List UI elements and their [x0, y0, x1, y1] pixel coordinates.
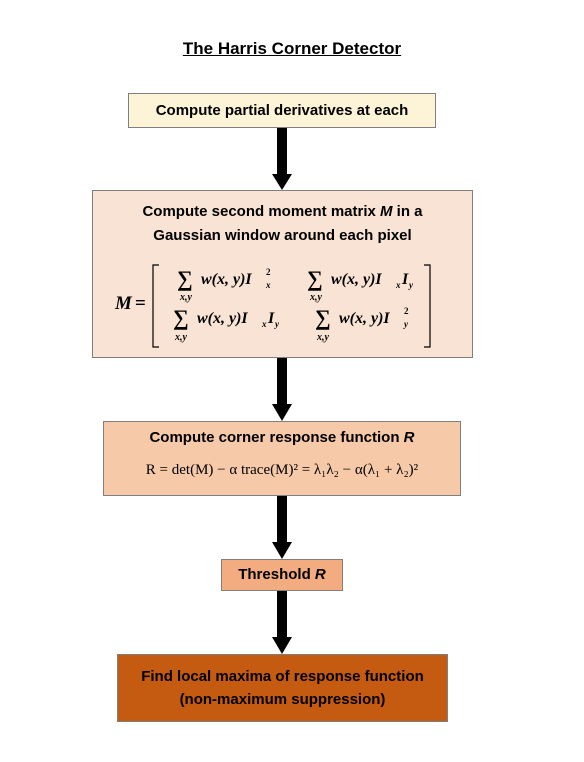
matrix-entry-21: w(x, y)I: [197, 310, 248, 327]
arrow-2: [272, 358, 292, 421]
svg-text:x: x: [265, 280, 271, 290]
step-5-label-line2: (non-maximum suppression): [179, 691, 386, 708]
step-1-label: Compute partial derivatives at each: [155, 102, 409, 119]
sum-symbol-22: ∑: [315, 305, 331, 330]
step-2-label-line2: Gaussian window around each pixel: [153, 227, 412, 244]
arrow-1: [272, 128, 292, 190]
matrix-entry-11: w(x, y)I: [201, 271, 252, 288]
svg-text:y: y: [403, 319, 409, 329]
sum-sub-12: x,y: [309, 292, 323, 303]
matrix-equals: =: [135, 293, 146, 314]
svg-text:I: I: [401, 271, 409, 288]
step-non-max-suppression: Find local maxima of response function (…: [117, 654, 448, 722]
svg-text:2: 2: [266, 267, 271, 277]
sum-sub-21: x,y: [174, 332, 188, 343]
svg-text:2: 2: [404, 306, 409, 316]
matrix-entry-22: w(x, y)I: [339, 310, 390, 327]
step-corner-response: Compute corner response function R R = d…: [103, 421, 461, 496]
matrix-entry-12: w(x, y)I: [331, 271, 382, 288]
step-3-label: Compute corner response function R: [149, 429, 415, 446]
svg-text:x: x: [395, 280, 401, 290]
step-compute-derivatives: Compute partial derivatives at each: [128, 93, 436, 128]
sum-sub-22: x,y: [316, 332, 330, 343]
step-2-label-line1: Compute second moment matrix M in a: [142, 203, 423, 220]
svg-text:I: I: [267, 310, 275, 327]
corner-response-equation: R = det(M) − α trace(M)² = λ₁λ₂ − α(λ₁ +…: [145, 462, 419, 478]
sum-symbol-12: ∑: [307, 266, 323, 291]
svg-text:x: x: [261, 319, 267, 329]
arrow-3: [272, 496, 292, 559]
sum-symbol-21: ∑: [173, 305, 189, 330]
svg-text:y: y: [274, 319, 280, 329]
svg-text:y: y: [408, 280, 414, 290]
matrix-lhs-M: M: [114, 293, 133, 314]
step-4-label: Threshold R: [238, 566, 326, 583]
sum-symbol-11: ∑: [177, 266, 193, 291]
step-5-label-line1: Find local maxima of response function: [141, 668, 424, 685]
second-moment-matrix-equation: M = ∑ x,y w(x, y)I x 2 ∑ x,y w(x, y)I x …: [114, 264, 431, 348]
sum-sub-11: x,y: [179, 292, 193, 303]
diagram-title: The Harris Corner Detector: [182, 39, 402, 58]
step-threshold: Threshold R: [221, 559, 343, 591]
step-second-moment-matrix: Compute second moment matrix M in a Gaus…: [92, 190, 473, 358]
arrow-4: [272, 591, 292, 654]
